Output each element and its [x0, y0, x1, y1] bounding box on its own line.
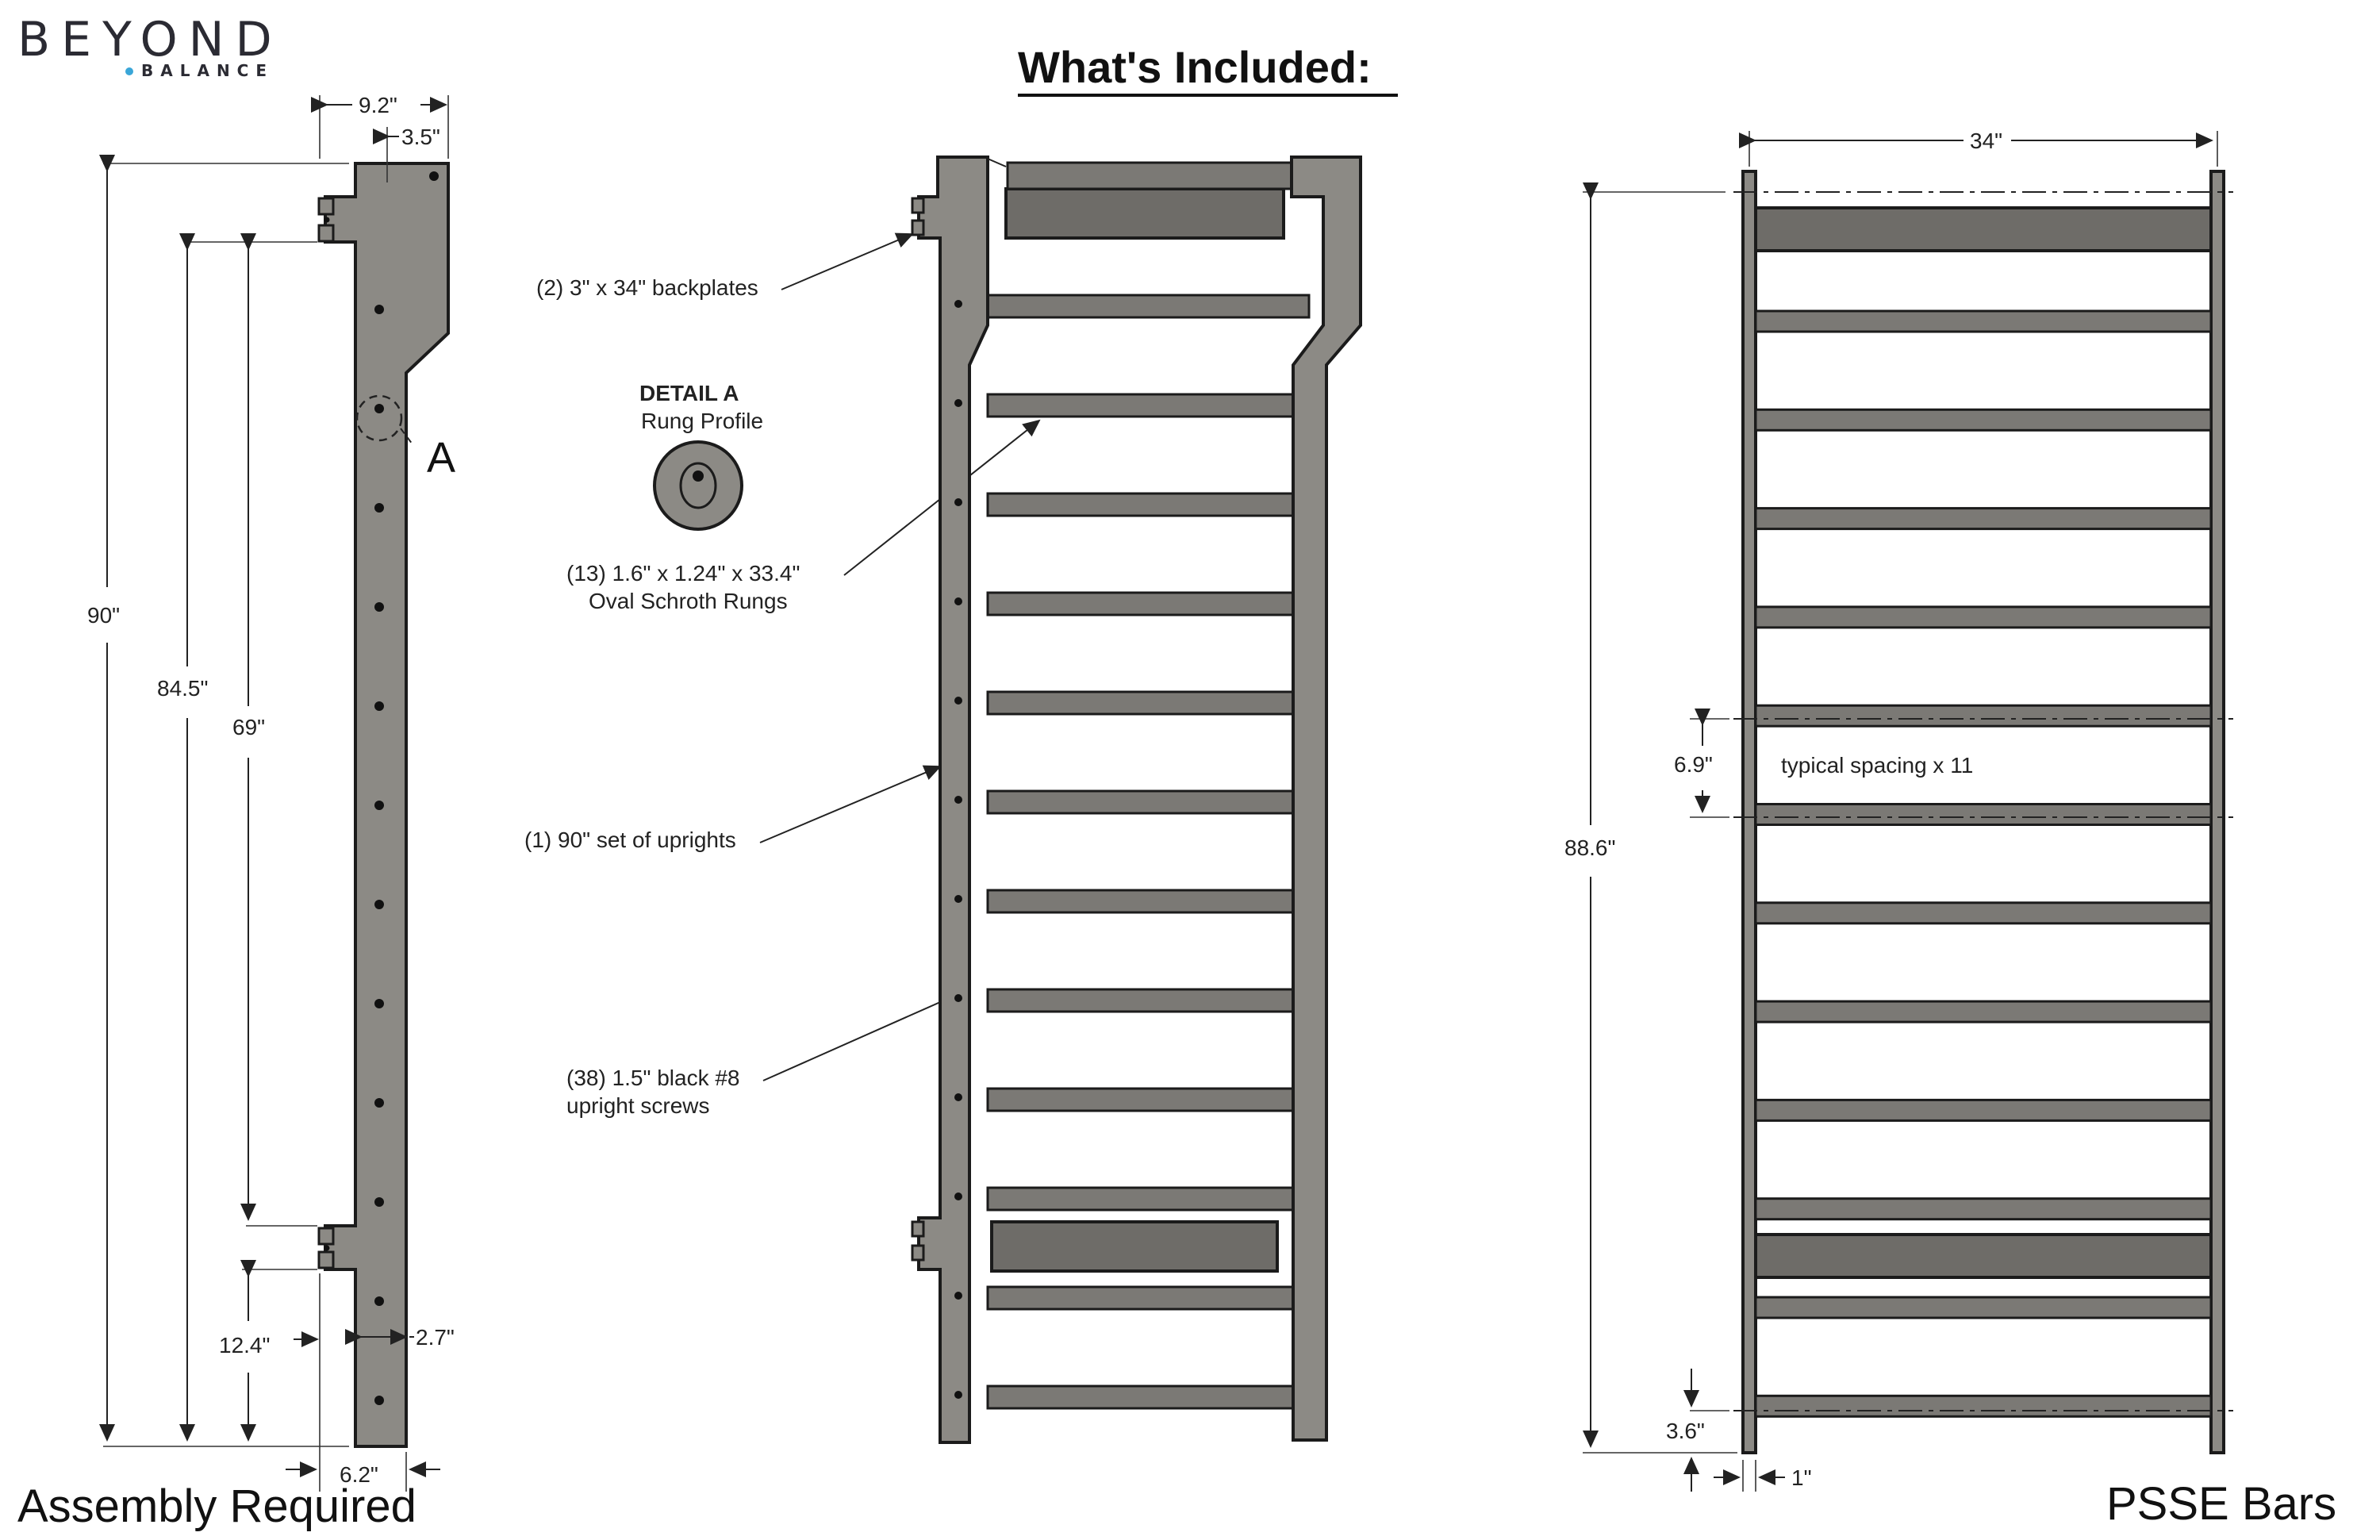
iso-rungs — [986, 294, 1311, 1410]
front-rung — [1754, 1197, 2213, 1221]
upright-profile — [324, 162, 450, 1448]
detail-a-marker — [355, 394, 403, 442]
dim-front-width: 34" — [1970, 129, 2002, 153]
dim-width-bottom: 2.7" — [416, 1325, 455, 1350]
dim-spacing: 6.9" — [1674, 752, 1713, 777]
dim-base-offset: 6.2" — [340, 1462, 378, 1487]
left-upright — [917, 156, 989, 1444]
dim-width-top: 9.2" — [359, 93, 397, 117]
psse-bars-caption: PSSE Bars — [2106, 1478, 2336, 1530]
front-rung — [1754, 803, 2213, 826]
front-rung — [1754, 1098, 2213, 1122]
dim-height-12: 12.4" — [219, 1333, 270, 1358]
upright-holes — [374, 171, 439, 1405]
top-backplate — [1004, 187, 1285, 240]
bottom-backplate — [990, 1220, 1279, 1273]
assembly-required-caption: Assembly Required — [17, 1480, 416, 1532]
dim-height-69: 69" — [232, 715, 265, 739]
front-rung — [1754, 507, 2213, 531]
top-hook-block — [317, 197, 335, 216]
front-left-post — [1741, 170, 1757, 1454]
right-upright — [1290, 156, 1362, 1442]
dim-post-width: 1" — [1791, 1465, 1812, 1490]
front-elevation-view: 34" 88.6" 6.9" typical spacing x 11 3.6"… — [1564, 129, 2336, 1530]
detail-a-label: A — [427, 434, 455, 482]
top-hook-block-2 — [317, 224, 335, 243]
callouts: (2) 3" x 34" backplates DETAIL A Rung Pr… — [524, 232, 1041, 1118]
dim-bottom-offset: 3.6" — [1666, 1419, 1705, 1443]
front-rung — [1754, 408, 2213, 432]
logo-subtext: BALANCE — [141, 61, 274, 80]
iso-rung — [986, 789, 1311, 815]
callout-uprights: (1) 90" set of uprights — [524, 828, 736, 852]
logo-wordmark: BEYOND — [17, 12, 283, 67]
bottom-hook-block — [317, 1227, 335, 1246]
front-rung — [1754, 1394, 2213, 1418]
front-rung — [1754, 1296, 2213, 1319]
iso-rung — [986, 393, 1311, 418]
iso-rung — [986, 889, 1311, 914]
front-rungs — [1754, 309, 2213, 1418]
iso-rung — [986, 294, 1311, 319]
page-title: What's Included: — [1018, 42, 1372, 92]
front-bottom-backplate — [1754, 1233, 2213, 1279]
dim-front-height: 88.6" — [1564, 835, 1615, 860]
iso-rung — [986, 690, 1311, 716]
detail-a-subtitle: Rung Profile — [641, 409, 763, 433]
iso-rung — [986, 1087, 1311, 1112]
front-top-backplate — [1754, 206, 2213, 252]
dim-height-84: 84.5" — [157, 676, 208, 701]
iso-rung — [986, 591, 1311, 616]
detail-a-title: DETAIL A — [639, 381, 739, 405]
iso-rung — [986, 492, 1311, 517]
front-rung — [1754, 704, 2213, 728]
iso-rung — [986, 988, 1311, 1013]
front-rung — [1754, 1000, 2213, 1023]
front-rung — [1754, 309, 2213, 333]
front-rung — [1754, 605, 2213, 629]
dim-width-hook: 3.5" — [401, 125, 440, 149]
iso-rung — [986, 1186, 1311, 1212]
iso-rung — [986, 1384, 1311, 1410]
assembly-perspective-view — [911, 156, 1362, 1444]
logo-dot-icon — [125, 67, 133, 75]
spacing-note: typical spacing x 11 — [1781, 753, 1973, 778]
dim-height-total: 90" — [87, 603, 120, 628]
brand-logo: BEYOND BALANCE — [17, 12, 283, 80]
upright-side-view: A 9.2" 3.5" 90" 84.5" 69" 12.4" — [17, 93, 455, 1532]
front-rung — [1754, 901, 2213, 925]
front-right-post — [2209, 170, 2225, 1454]
callout-backplates: (2) 3" x 34" backplates — [536, 275, 758, 300]
callout-rungs-line1: (13) 1.6" x 1.24" x 33.4" — [566, 561, 800, 586]
callout-rungs-line2: Oval Schroth Rungs — [589, 589, 788, 613]
iso-rung — [986, 1285, 1311, 1311]
callout-screws-line2: upright screws — [566, 1093, 710, 1118]
left-upright-holes — [954, 300, 962, 1399]
page-title-group: What's Included: — [1018, 42, 1398, 97]
rung-profile-icon — [653, 440, 743, 531]
callout-screws-line1: (38) 1.5" black #8 — [566, 1066, 740, 1090]
bottom-hook-block-2 — [317, 1250, 335, 1269]
